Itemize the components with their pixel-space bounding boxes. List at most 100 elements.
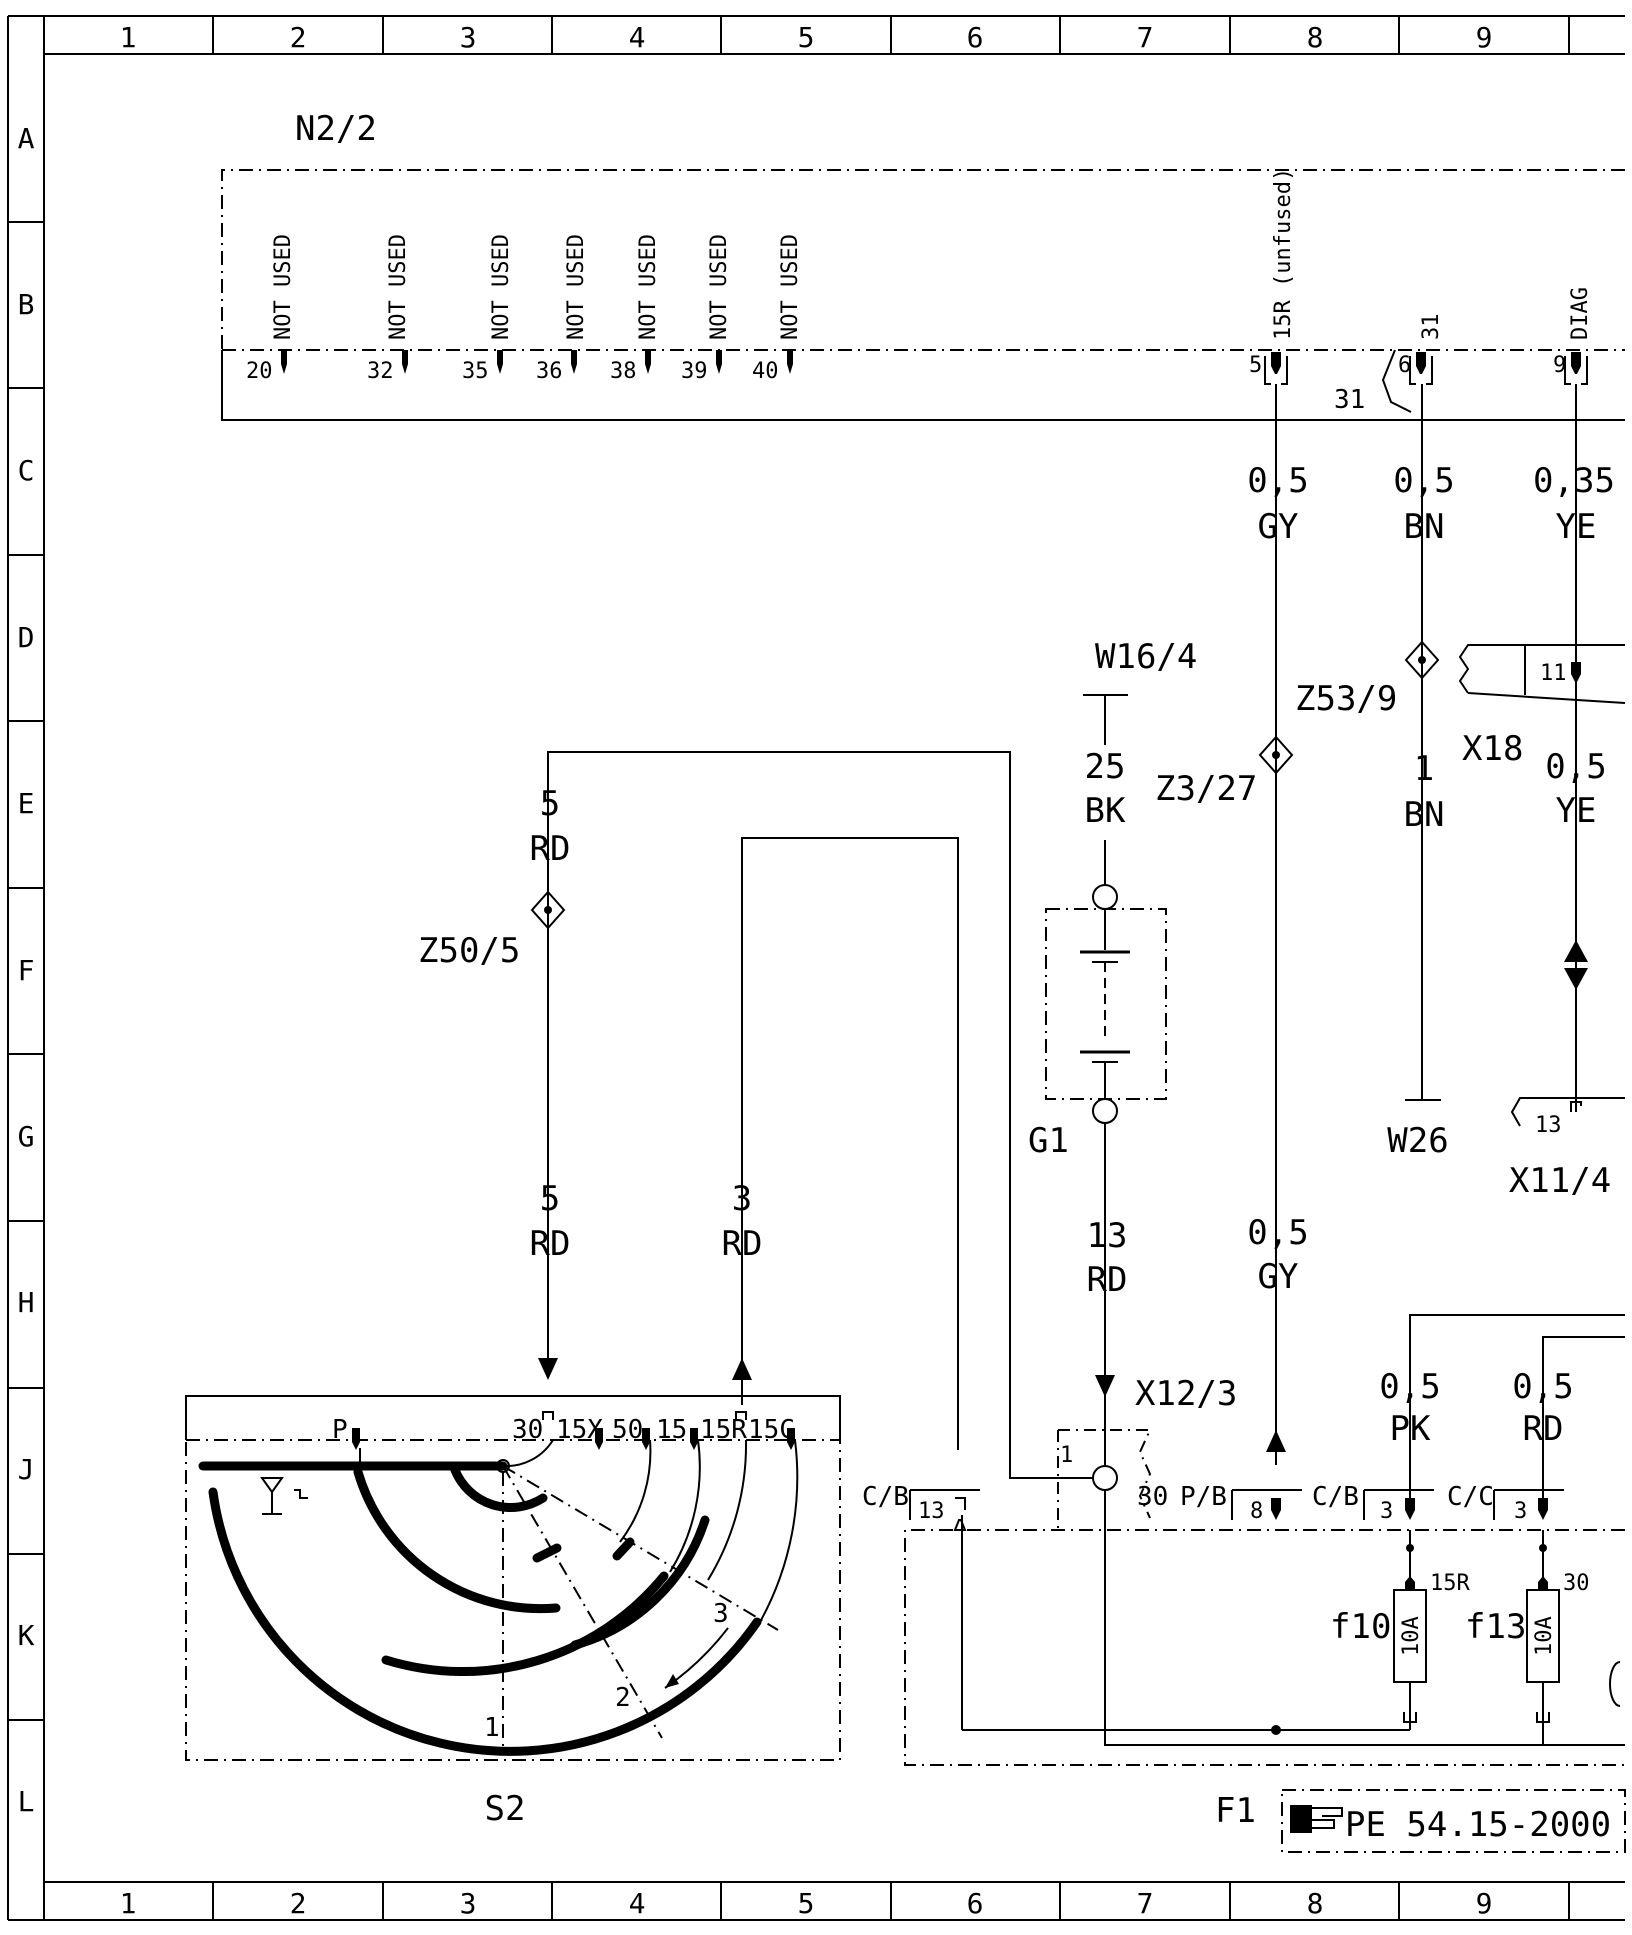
column-label: 5 [798, 1887, 815, 1920]
battery-g1-label: G1 [1028, 1121, 1069, 1161]
pin-number: 35 [462, 359, 489, 384]
pin-6-symbol [1416, 352, 1426, 374]
ground-w26-label: W26 [1387, 1121, 1448, 1161]
column-label: 7 [1137, 21, 1154, 54]
wire-color: BN [1404, 795, 1445, 835]
row-label: A [18, 122, 35, 155]
fusebox-f1: C/B 13 P/B 8 C/B 3 C/C 3 30 [862, 1314, 1625, 1831]
pin-number: 3 [1380, 1499, 1393, 1524]
column-label: 9 [1476, 1887, 1493, 1920]
connector-x18-outline [1458, 644, 1626, 704]
module-label: N2/2 [295, 109, 377, 149]
column-label: 5 [798, 21, 815, 54]
column-label: 7 [1137, 1887, 1154, 1920]
pin-9-socket [1564, 356, 1588, 385]
fusebox-connector: C/B 13 [862, 1482, 980, 1531]
arrow-up-icon [732, 1358, 752, 1380]
column-label: 8 [1307, 1887, 1324, 1920]
wire-rd-loop: 5 RD Z50/5 5 RD [418, 751, 1093, 1479]
pin-note: NOT USED [778, 234, 803, 340]
pin-number: 13 [918, 1499, 945, 1524]
row-label: E [18, 787, 35, 820]
wire-color: PK [1390, 1409, 1431, 1449]
pin-symbol [716, 350, 722, 374]
pin-5-socket [1264, 356, 1288, 385]
arrow-down-icon [538, 1358, 558, 1380]
terminal-label: 50 [612, 1415, 643, 1445]
connector-x11-4-outline [1510, 1097, 1625, 1127]
pin-symbol [645, 350, 651, 374]
wire-size: 25 [1085, 747, 1126, 787]
pin-number: 3 [1514, 1499, 1527, 1524]
terminal-label: 15R [700, 1415, 747, 1445]
grid-frame [7, 15, 1625, 1921]
fusebox-terminal-30: 30 [1137, 1482, 1168, 1512]
internal-ground-link [1381, 349, 1412, 413]
column-label: 3 [460, 21, 477, 54]
pin-note: NOT USED [489, 234, 514, 340]
wire-color: RD [1523, 1409, 1564, 1449]
column-label: 1 [120, 21, 137, 54]
wire-color: RD [530, 1224, 571, 1264]
pin-symbol [787, 350, 793, 374]
wire-size: 13 [1087, 1216, 1128, 1256]
row-label: D [18, 621, 35, 654]
pin-9-symbol [1571, 352, 1581, 374]
pin-symbol [281, 350, 287, 374]
splice-z53-9-label: Z53/9 [1295, 679, 1397, 719]
arrow-down-icon [1564, 968, 1588, 990]
arrow-up-icon [1564, 940, 1588, 962]
pin-number: 40 [752, 359, 779, 384]
pointing-hand-icon [1290, 1805, 1343, 1833]
ignition-switch-s2: P 30 15X 50 15 15R 15C [185, 1395, 841, 1829]
pin-number: 8 [1250, 1499, 1263, 1524]
connector-x12-3-pin: 1 [1060, 1443, 1073, 1468]
row-label: F [18, 954, 35, 987]
reference-box: PE 54.15-2000 [1281, 1789, 1626, 1853]
unused-pin: NOT USED 38 [610, 234, 661, 384]
pin-6-number: 6 [1398, 353, 1411, 378]
pin-9-note: DIAG [1568, 287, 1593, 340]
row-label: C [18, 454, 35, 487]
plug-label: P/B [1180, 1482, 1227, 1512]
column-labels-bottom: 1 2 3 4 5 6 7 8 9 [120, 1887, 1493, 1920]
column-label: 6 [967, 21, 984, 54]
switch-position: 2 [615, 1683, 631, 1713]
battery-g1: W16/4 25 BK G1 13 RD X12/3 [1028, 637, 1237, 1465]
splice-z53-9-symbol [1404, 640, 1440, 680]
wire-color: YE [1556, 791, 1597, 831]
wire-color: RD [722, 1224, 763, 1264]
pin-symbol [402, 350, 408, 374]
switch-position: 3 [713, 1599, 729, 1629]
pin-6-note: 31 [1419, 314, 1444, 341]
splice-z50-5-label: Z50/5 [418, 931, 520, 971]
column-label: 1 [120, 1887, 137, 1920]
splice-z3-27-label: Z3/27 [1155, 769, 1257, 809]
pin-note: NOT USED [636, 234, 661, 340]
unused-pin: NOT USED 20 [246, 234, 296, 384]
column-label: 3 [460, 1887, 477, 1920]
row-label: G [18, 1120, 35, 1153]
pin-5-number: 5 [1249, 353, 1262, 378]
terminal-label: P [332, 1415, 348, 1445]
wire-color: BK [1085, 791, 1126, 831]
pin-number: 36 [536, 359, 563, 384]
wire-color: RD [1087, 1260, 1128, 1300]
switch-position: 1 [484, 1713, 500, 1743]
fuse-terminal: 30 [1563, 1571, 1590, 1596]
column-label: 6 [967, 1887, 984, 1920]
pin-number: 39 [681, 359, 708, 384]
pin-number: 32 [367, 359, 394, 384]
wire-size: 1 [1414, 749, 1434, 789]
fuse-terminal: 15R [1430, 1571, 1470, 1596]
fuse-f13: 10A f13 30 [1465, 1530, 1590, 1745]
wire-gy: 0,5 GY 0,5 GY Z3/27 [1155, 384, 1309, 1465]
arrow-up-icon [1266, 1430, 1286, 1452]
column-label: 2 [290, 1887, 307, 1920]
column-label: 8 [1307, 21, 1324, 54]
fuse-f10: 10A f10 15R [1330, 1530, 1470, 1730]
row-label: L [18, 1785, 35, 1818]
row-label: H [18, 1286, 35, 1319]
pin-note: NOT USED [707, 234, 732, 340]
wire-size: 0,5 [1545, 747, 1606, 787]
